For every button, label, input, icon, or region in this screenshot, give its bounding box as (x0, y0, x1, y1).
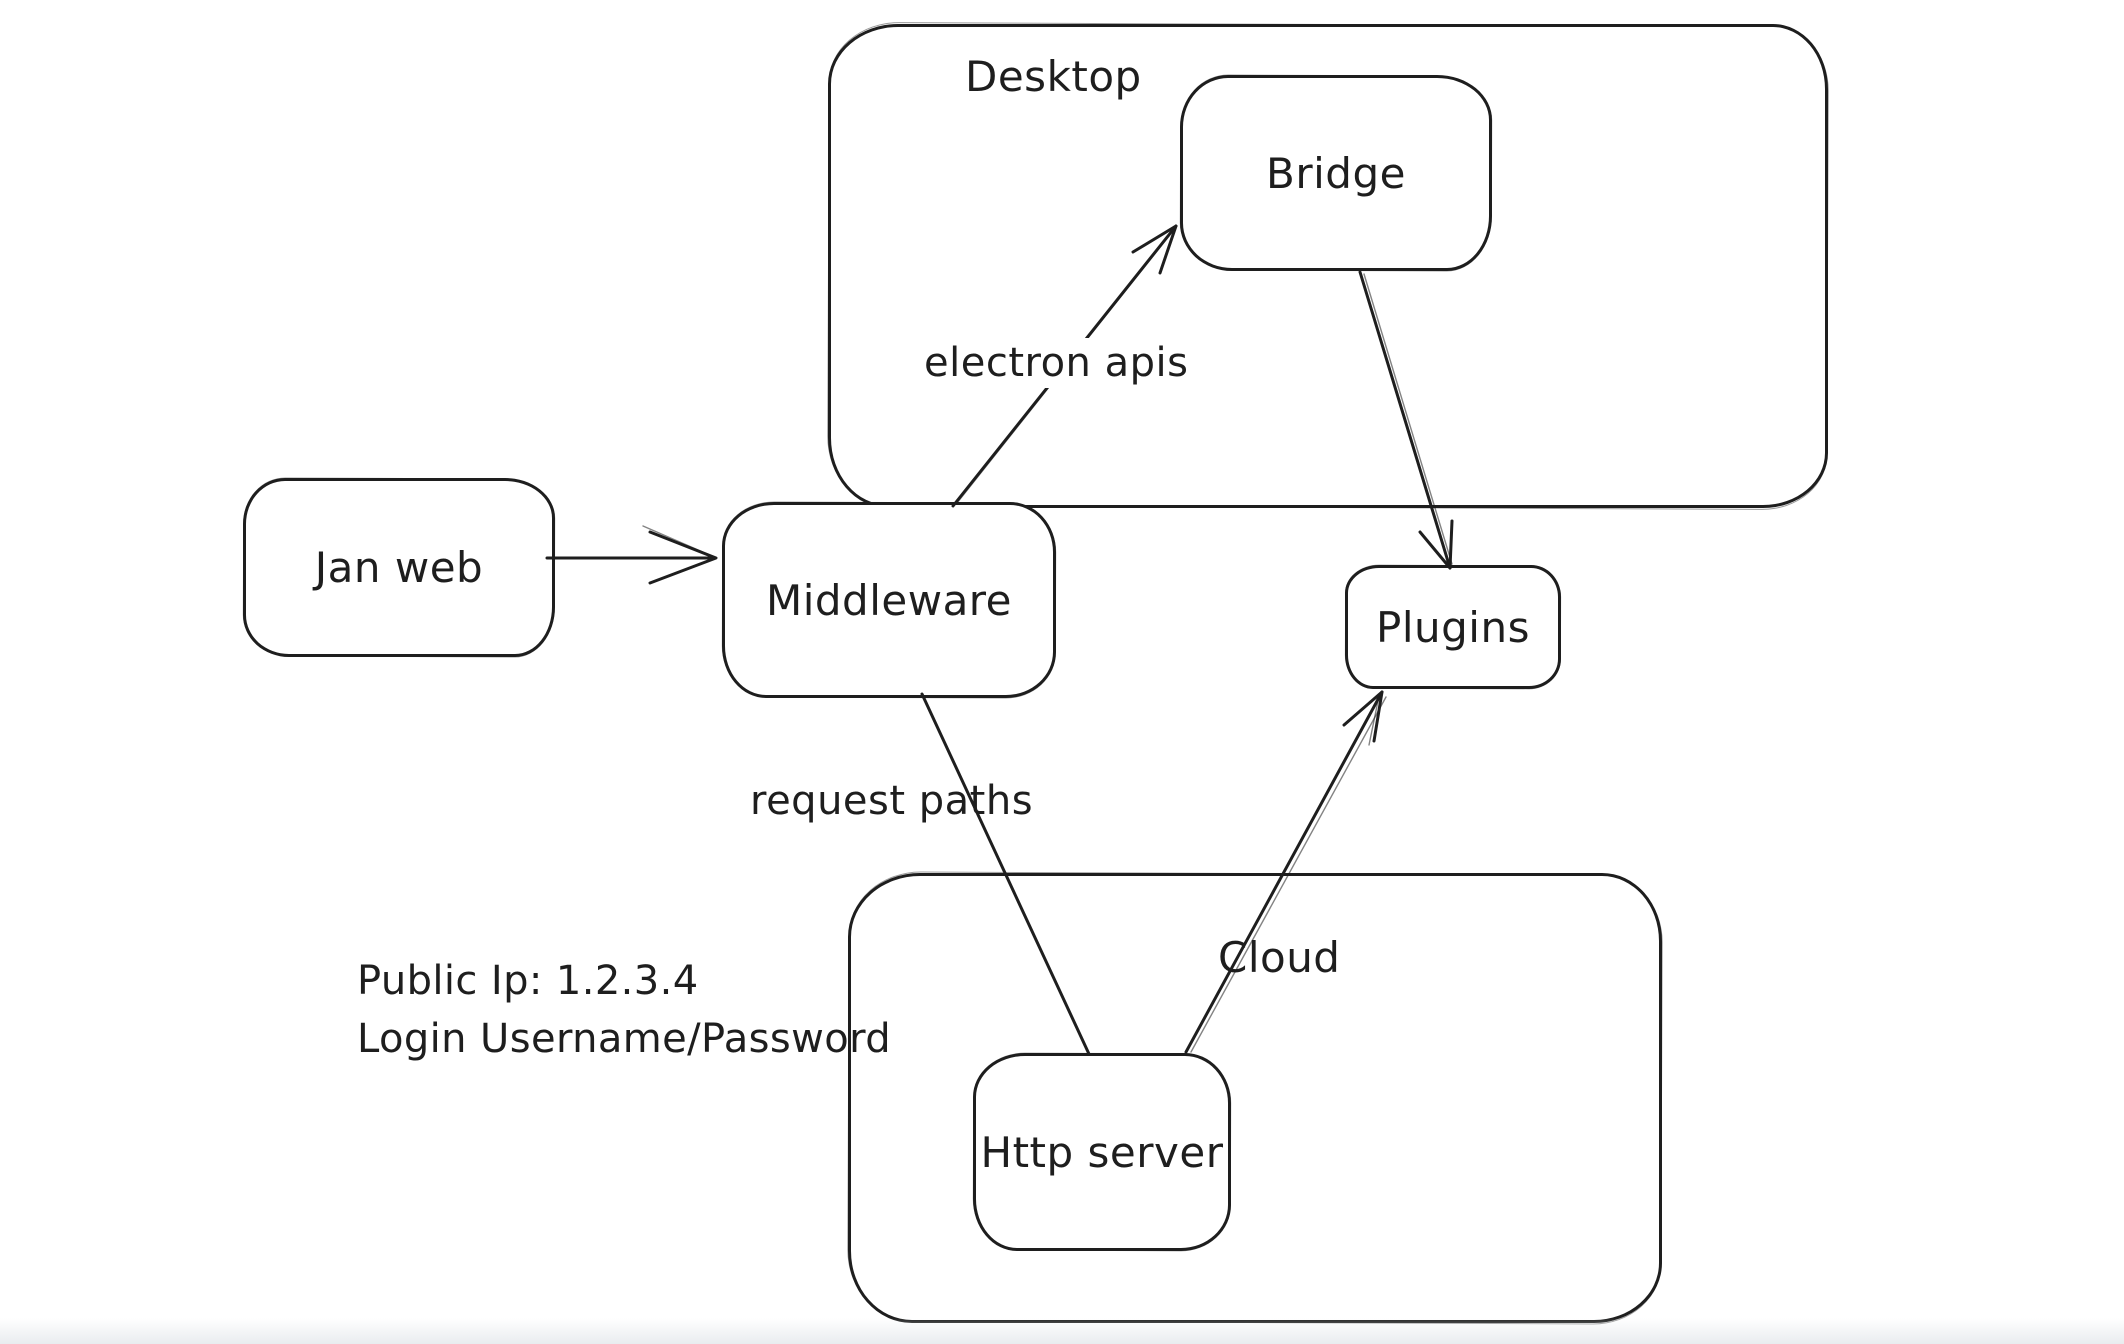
arrowhead-icon (1368, 695, 1380, 746)
arrowhead-icon (642, 525, 713, 557)
desktop-container-label[interactable]: Desktop (965, 52, 1142, 101)
edge-label-electron-apis[interactable]: electron apis (914, 338, 1199, 388)
plugins-node[interactable]: Plugins (1345, 565, 1561, 689)
desktop-container[interactable] (828, 24, 1828, 508)
cloud-container-label[interactable]: Cloud (1218, 933, 1341, 982)
cloud-credentials-annotation[interactable]: Public Ip: 1.2.3.4 Login Username/Passwo… (357, 952, 891, 1068)
http-server-node-label: Http server (980, 1127, 1224, 1177)
annotation-line-public-ip: Public Ip: 1.2.3.4 (357, 958, 699, 1004)
http-server-node[interactable]: Http server (973, 1053, 1231, 1251)
middleware-node[interactable]: Middleware (722, 502, 1056, 698)
annotation-line-login: Login Username/Password (357, 1016, 892, 1062)
bridge-node-label: Bridge (1266, 148, 1406, 198)
arrowhead-icon (1418, 519, 1454, 570)
edge-label-request-paths[interactable]: request paths (750, 778, 1034, 824)
arrowhead-icon (1342, 690, 1384, 743)
bottom-edge-shade (0, 1318, 2124, 1344)
edge-janweb-middleware[interactable] (545, 525, 718, 585)
middleware-node-label: Middleware (765, 575, 1012, 625)
arrowhead-icon (648, 530, 718, 585)
plugins-node-label: Plugins (1376, 602, 1530, 652)
jan-web-node[interactable]: Jan web (243, 478, 555, 657)
jan-web-node-label: Jan web (314, 543, 484, 592)
bridge-node[interactable]: Bridge (1180, 75, 1492, 271)
